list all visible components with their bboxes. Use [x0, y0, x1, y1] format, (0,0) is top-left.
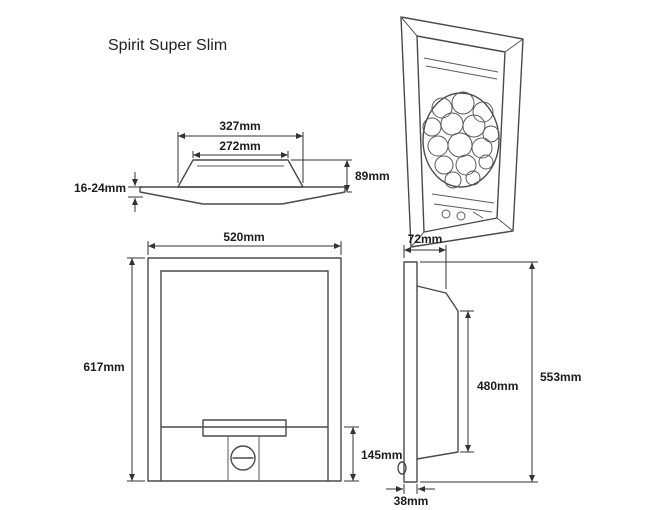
side-firebox-body: [416, 285, 459, 460]
side-control-knob: [397, 461, 407, 475]
dim-front-height: 617mm: [83, 360, 124, 374]
front-control-knob: [230, 445, 256, 471]
front-tray: [202, 419, 287, 437]
dim-side-bottom-depth: 38mm: [394, 494, 429, 508]
trim-plate-outline: [139, 186, 346, 205]
burner-controls: [431, 193, 495, 221]
dim-front-lower-height: 145mm: [361, 448, 402, 462]
figure-perspective-view: [400, 16, 524, 248]
dim-canopy-width-outer: 327mm: [219, 119, 260, 133]
dim-plate-thickness: 16-24mm: [74, 181, 126, 195]
dim-side-overall-height: 553mm: [540, 370, 581, 384]
figure-canopy-section: 327mm 272mm 89mm 16-24mm: [74, 119, 390, 212]
canopy-hood-outline: [177, 159, 304, 188]
dim-canopy-height: 89mm: [355, 169, 390, 183]
side-fascia-plate: [403, 261, 418, 483]
figure-front-view: 520mm 617mm 145mm: [83, 230, 402, 482]
figure-side-view: 72mm 553mm 480mm 38mm: [386, 232, 581, 508]
dim-side-body-height: 480mm: [477, 379, 518, 393]
dim-side-top-depth: 72mm: [408, 232, 443, 246]
front-outer-frame: [147, 257, 342, 482]
page-title: Spirit Super Slim: [108, 37, 227, 54]
coal-bed: [422, 91, 500, 189]
dim-canopy-width-inner: 272mm: [219, 139, 260, 153]
dim-front-width: 520mm: [223, 230, 264, 244]
